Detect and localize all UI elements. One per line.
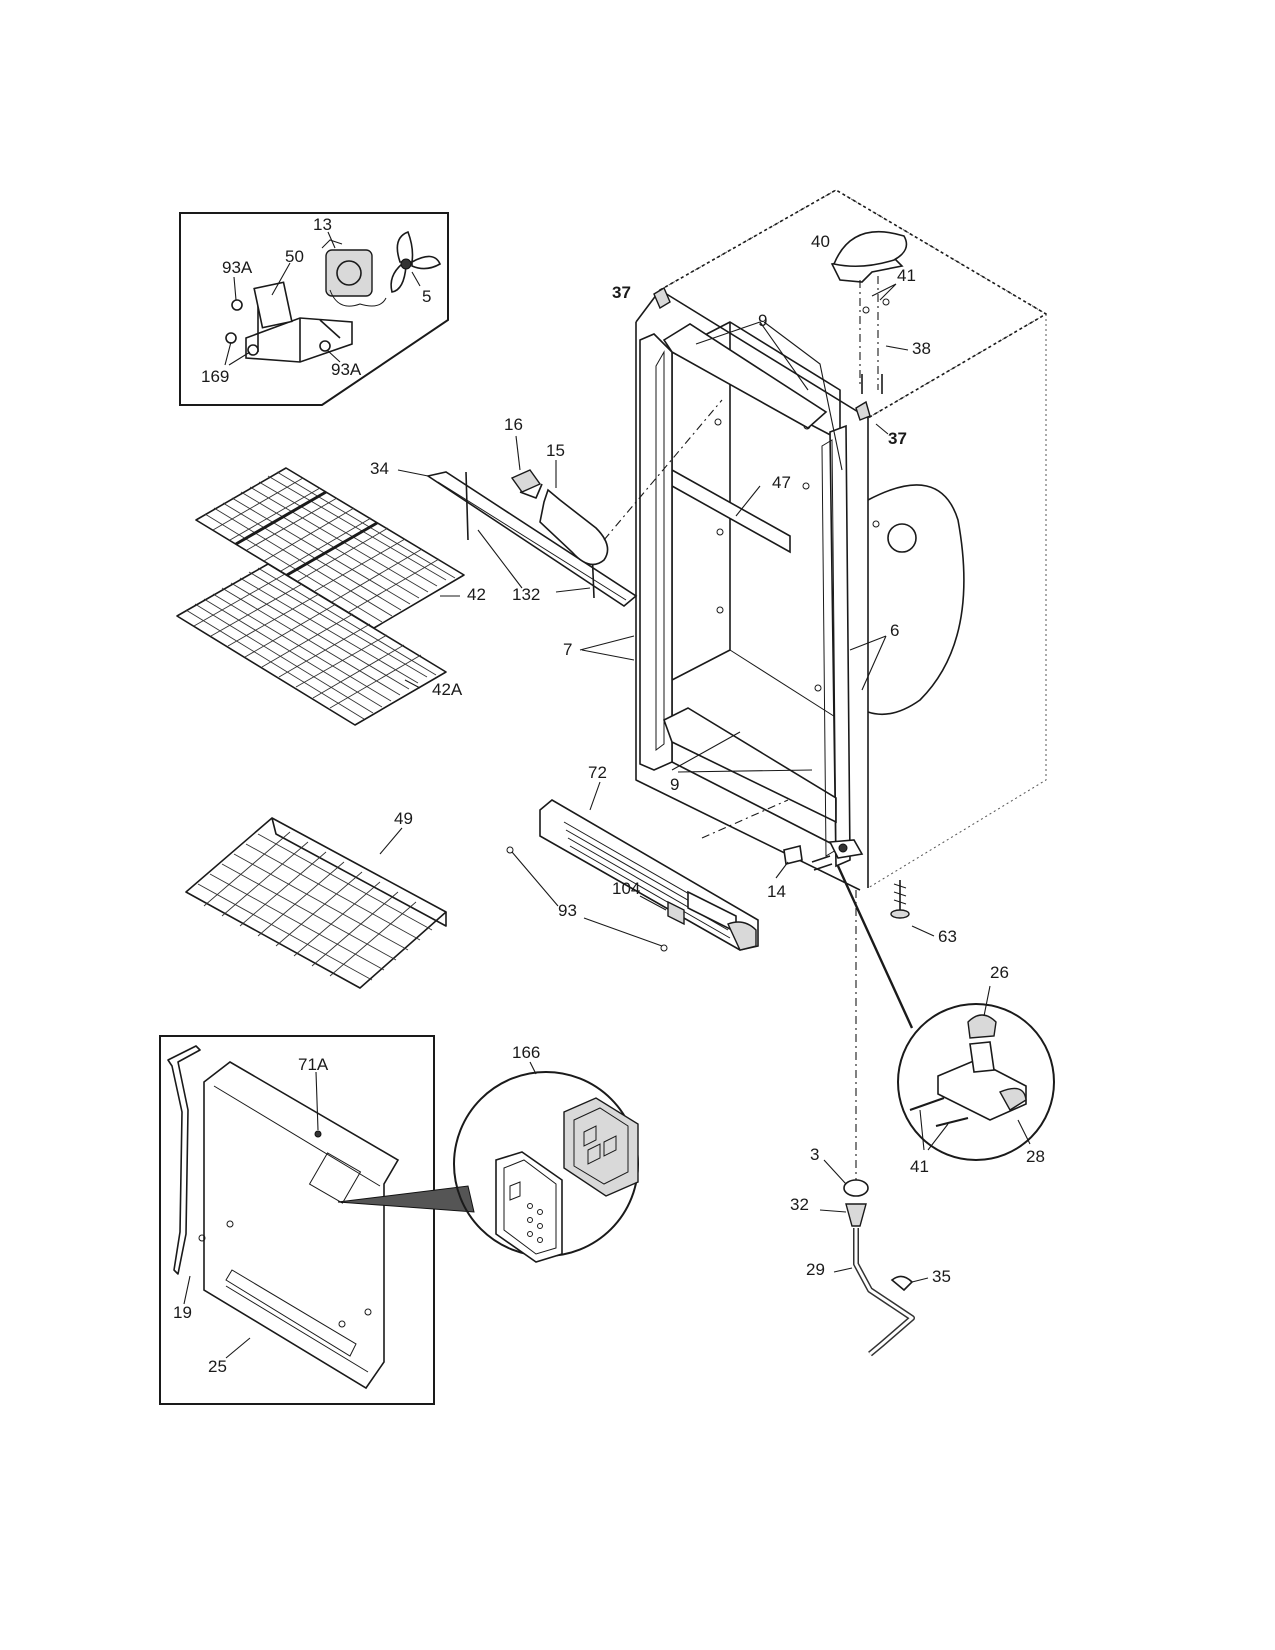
label-50: 50 xyxy=(285,247,304,266)
label-3: 3 xyxy=(810,1145,819,1164)
label-63: 63 xyxy=(938,927,957,946)
label-169: 169 xyxy=(201,367,229,386)
label-38: 38 xyxy=(912,339,931,358)
label-5: 5 xyxy=(422,287,431,306)
label-132: 132 xyxy=(512,585,540,604)
label-49: 49 xyxy=(394,809,413,828)
label-47: 47 xyxy=(772,473,791,492)
label-19: 19 xyxy=(173,1303,192,1322)
shelf-42 xyxy=(195,467,465,629)
label-32: 32 xyxy=(790,1195,809,1214)
label-93a-upper: 93A xyxy=(222,258,253,277)
label-93: 93 xyxy=(558,901,577,920)
label-15: 15 xyxy=(546,441,565,460)
label-9-top: 9 xyxy=(758,311,767,330)
label-7: 7 xyxy=(563,640,572,659)
label-40: 40 xyxy=(811,232,830,251)
fan-motor-inset: 13 50 5 93A 169 93A xyxy=(179,212,449,406)
label-14: 14 xyxy=(767,882,786,901)
grille-72: 72 104 93 14 xyxy=(506,763,789,952)
label-41-detail: 41 xyxy=(910,1157,929,1176)
light-assembly: 34 132 16 15 xyxy=(370,399,723,607)
shelf-42a xyxy=(176,563,447,726)
label-166: 166 xyxy=(512,1043,540,1062)
label-72: 72 xyxy=(588,763,607,782)
hinge-detail: 26 28 41 xyxy=(836,865,1055,1176)
label-28: 28 xyxy=(1026,1147,1045,1166)
label-6: 6 xyxy=(890,621,899,640)
label-13: 13 xyxy=(313,215,332,234)
label-42: 42 xyxy=(467,585,486,604)
label-26: 26 xyxy=(990,963,1009,982)
label-37-right: 37 xyxy=(888,429,907,448)
label-71a: 71A xyxy=(298,1055,329,1074)
basket-49: 49 xyxy=(185,809,447,989)
label-93a-lower: 93A xyxy=(331,360,362,379)
control-detail-166: 166 xyxy=(453,1043,639,1263)
door-inset: 71A 19 25 xyxy=(159,1035,475,1405)
label-42a: 42A xyxy=(432,680,463,699)
wire-shelves: 42 42A xyxy=(176,467,486,726)
label-34: 34 xyxy=(370,459,389,478)
cabinet: 63 9 9 7 6 47 37 37 40 41 38 xyxy=(563,189,1047,946)
label-9-bottom: 9 xyxy=(670,775,679,794)
label-29: 29 xyxy=(806,1260,825,1279)
label-104: 104 xyxy=(612,879,640,898)
drain-parts: 3 32 29 35 xyxy=(790,890,951,1357)
label-35: 35 xyxy=(932,1267,951,1286)
label-37-left: 37 xyxy=(612,283,631,302)
label-41-top: 41 xyxy=(897,266,916,285)
label-25: 25 xyxy=(208,1357,227,1376)
label-16: 16 xyxy=(504,415,523,434)
